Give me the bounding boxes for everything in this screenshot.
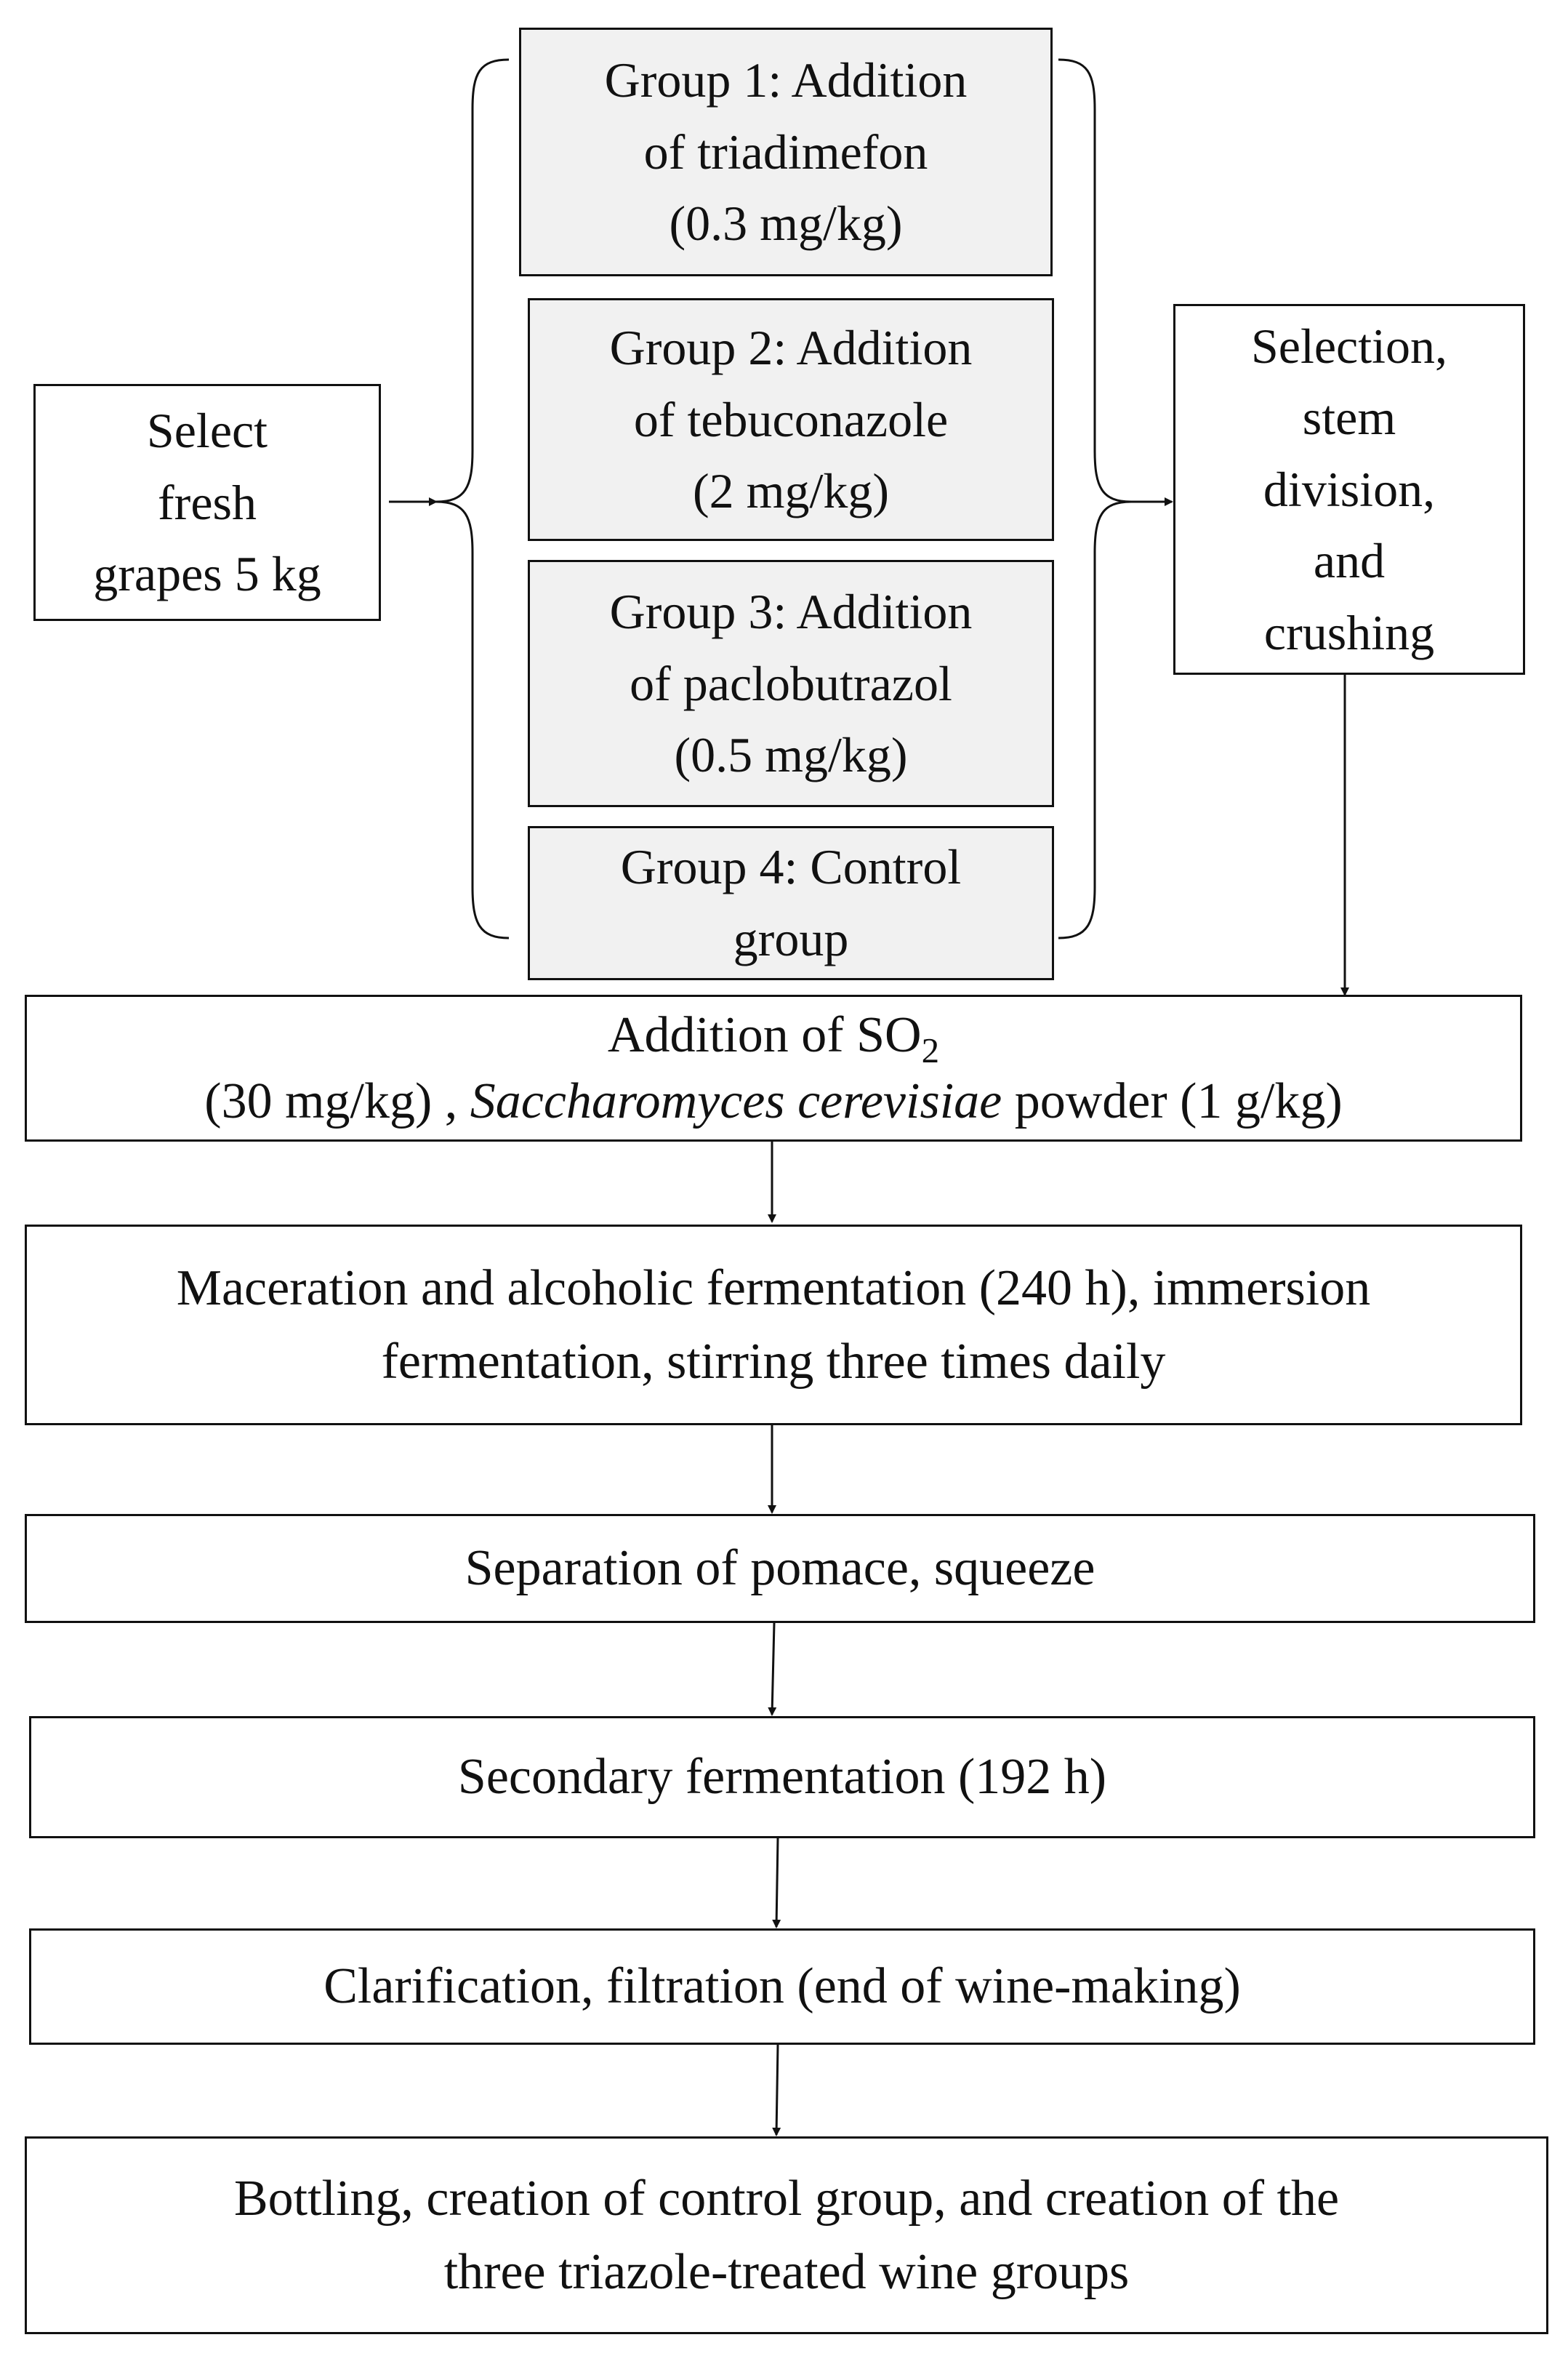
maceration-line-2: fermentation, stirring three times daily — [381, 1334, 1166, 1390]
arrow-clarification-to-bottling — [772, 2044, 781, 2136]
group-3-line-1: Group 3: Addition — [609, 584, 973, 640]
selection-line-4: and — [1313, 533, 1386, 589]
selection-line-1: Selection, — [1250, 318, 1448, 374]
yeast-amount: powder (1 g/kg) — [1002, 1073, 1343, 1129]
secondary-line-1: Secondary fermentation (192 h) — [457, 1749, 1107, 1806]
selection-box: Selection, stem division, and crushing — [1173, 304, 1525, 675]
left-brace — [435, 58, 510, 939]
maceration-line-1: Maceration and alcoholic fermentation (2… — [176, 1259, 1371, 1316]
selection-line-3: division, — [1263, 461, 1436, 517]
so2-prefix: Addition of SO — [607, 1007, 922, 1063]
bottling-box: Bottling, creation of control group, and… — [25, 2136, 1548, 2334]
so2-line-2: (30 mg/kg) , Saccharomyces cerevisiae po… — [204, 1068, 1342, 1134]
so2-amount: (30 mg/kg) , — [204, 1073, 470, 1129]
so2-line-1: Addition of SO2 — [608, 1002, 939, 1068]
start-line-3: grapes 5 kg — [93, 546, 321, 602]
clarification-line-1: Clarification, filtration (end of wine-m… — [323, 1958, 1241, 2015]
bottling-line-1: Bottling, creation of control group, and… — [233, 2170, 1340, 2227]
selection-line-5: crushing — [1263, 604, 1435, 660]
group-2-line-2: of tebuconazole — [633, 391, 949, 447]
group-2-line-1: Group 2: Addition — [609, 320, 973, 376]
so2-box: Addition of SO2 (30 mg/kg) , Saccharomyc… — [25, 995, 1522, 1142]
group-1-line-3: (0.3 mg/kg) — [669, 196, 903, 252]
arrow-separation-to-secondary — [768, 1622, 777, 1716]
group-2-box: Group 2: Addition of tebuconazole (2 mg/… — [528, 298, 1054, 541]
arrow-secondary-to-clarification — [772, 1838, 781, 1928]
group-4-box: Group 4: Control group — [528, 826, 1054, 980]
right-brace — [1058, 58, 1132, 939]
separation-line-1: Separation of pomace, squeeze — [465, 1540, 1095, 1597]
start-line-2: fresh — [158, 474, 257, 530]
so2-subscript: 2 — [921, 1030, 940, 1070]
separation-box: Separation of pomace, squeeze — [25, 1514, 1535, 1623]
group-1-box: Group 1: Addition of triadimefon (0.3 mg… — [519, 28, 1053, 276]
group-4-line-1: Group 4: Control — [620, 839, 962, 895]
group-2-line-3: (2 mg/kg) — [692, 463, 890, 519]
start-box: Select fresh grapes 5 kg — [33, 384, 381, 621]
group-4-line-2: group — [733, 911, 849, 966]
group-3-line-2: of paclobutrazol — [630, 655, 952, 711]
group-1-line-1: Group 1: Addition — [604, 52, 968, 108]
start-line-1: Select — [146, 403, 268, 459]
yeast-species: Saccharomyces cerevisiae — [470, 1073, 1002, 1129]
maceration-box: Maceration and alcoholic fermentation (2… — [25, 1225, 1522, 1425]
group-3-line-3: (0.5 mg/kg) — [674, 727, 908, 783]
secondary-fermentation-box: Secondary fermentation (192 h) — [29, 1716, 1535, 1838]
group-1-line-2: of triadimefon — [643, 124, 928, 180]
group-3-box: Group 3: Addition of paclobutrazol (0.5 … — [528, 560, 1054, 807]
selection-line-2: stem — [1302, 390, 1396, 446]
clarification-box: Clarification, filtration (end of wine-m… — [29, 1928, 1535, 2045]
bottling-line-2: three triazole-treated wine groups — [443, 2244, 1130, 2300]
